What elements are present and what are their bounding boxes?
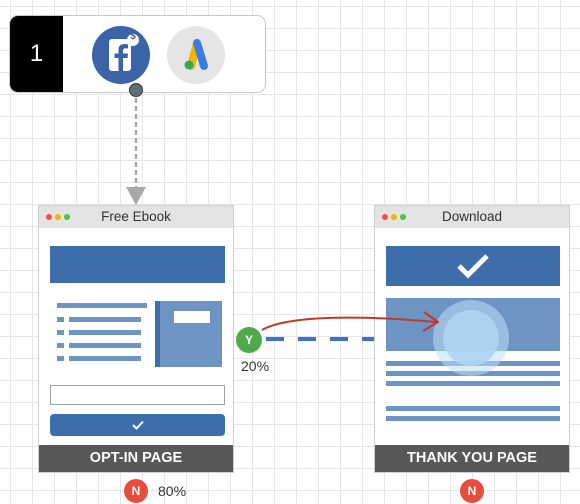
window-title-bar: Free Ebook xyxy=(39,206,233,228)
window-title: Free Ebook xyxy=(101,209,171,224)
maximize-dot xyxy=(400,214,406,220)
checkmark-icon xyxy=(131,420,144,430)
step-number-badge: 1 xyxy=(10,16,63,92)
minimize-dot xyxy=(55,214,61,220)
email-input[interactable] xyxy=(50,385,225,405)
no-badge-label: N xyxy=(131,484,141,498)
close-dot xyxy=(382,214,388,220)
click-highlight xyxy=(433,300,509,376)
window-title-bar: Download xyxy=(375,206,569,228)
header-banner xyxy=(386,246,560,286)
thankyou-page-card[interactable]: Download THANK YOU PAGE xyxy=(374,205,570,473)
yes-path-badge[interactable]: Y xyxy=(236,327,262,353)
no-path-badge[interactable]: N xyxy=(460,479,484,503)
no-path-badge[interactable]: N xyxy=(124,479,148,503)
window-title: Download xyxy=(441,209,503,224)
no-badge-label: N xyxy=(467,484,477,498)
yes-badge-label: Y xyxy=(244,333,253,347)
checkmark-icon xyxy=(457,254,489,279)
dollar-sign-icon: $ xyxy=(130,31,136,42)
optin-page-card[interactable]: Free Ebook OPT-IN PAGE xyxy=(38,205,234,473)
minimize-dot xyxy=(391,214,397,220)
close-dot xyxy=(46,214,52,220)
ebook-cover-icon xyxy=(155,301,222,367)
arrow-down-icon xyxy=(126,187,146,205)
facebook-ads-icon[interactable]: $ xyxy=(92,26,150,84)
maximize-dot xyxy=(64,214,70,220)
page-type-label: OPT-IN PAGE xyxy=(39,445,233,472)
connection-port[interactable] xyxy=(129,83,143,97)
header-banner xyxy=(50,246,225,283)
submit-button[interactable] xyxy=(50,414,225,436)
traffic-source-node[interactable]: 1 $ xyxy=(9,15,266,93)
optin-content-lines xyxy=(57,303,147,361)
page-type-label: THANK YOU PAGE xyxy=(375,445,569,472)
yes-path-percent: 20% xyxy=(241,358,270,374)
no-path-percent: 80% xyxy=(158,483,187,499)
google-adwords-icon[interactable] xyxy=(167,26,225,84)
